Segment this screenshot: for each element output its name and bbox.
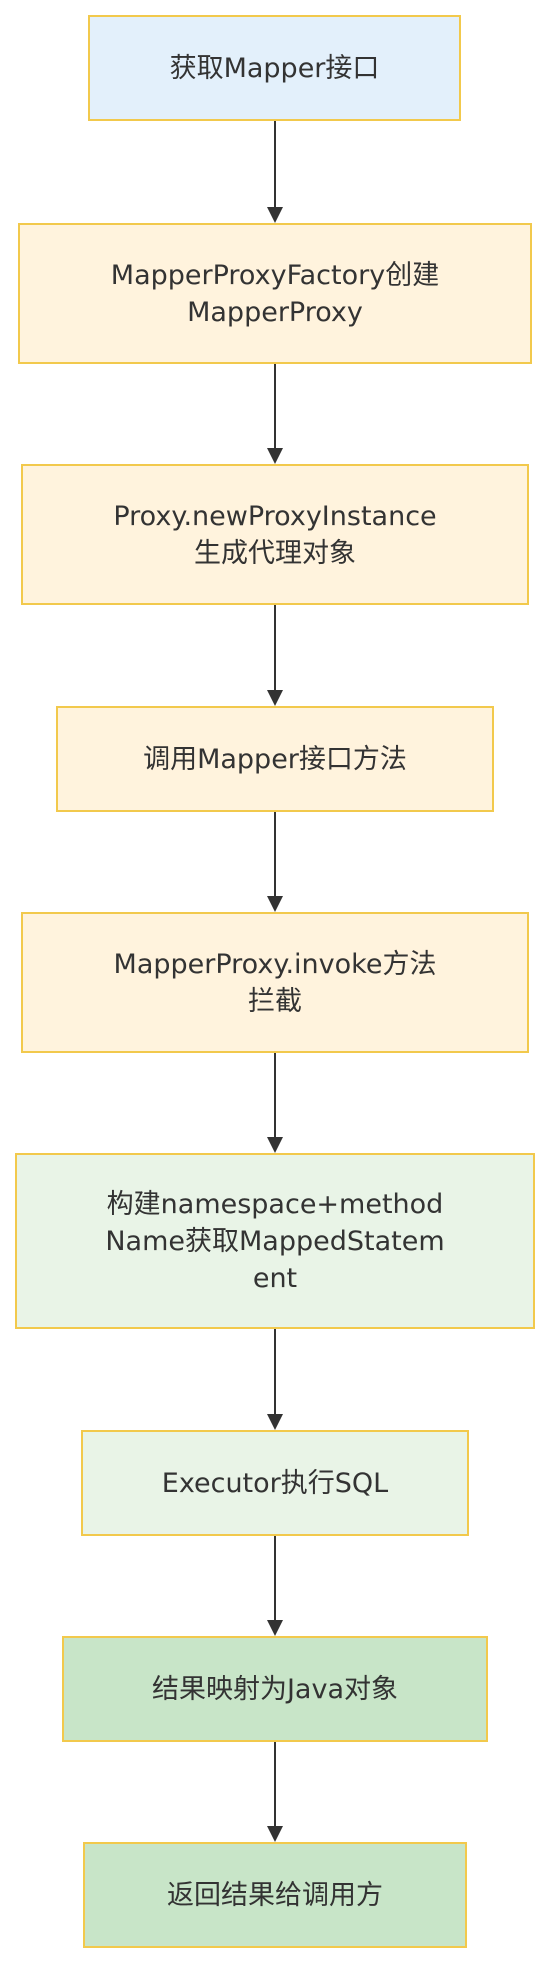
arrowhead-icon bbox=[267, 448, 283, 464]
arrowhead-icon bbox=[267, 1620, 283, 1636]
connector-line bbox=[274, 1742, 276, 1828]
arrowhead-icon bbox=[267, 690, 283, 706]
connector-line bbox=[274, 1536, 276, 1622]
connector-line bbox=[274, 1329, 276, 1416]
arrowhead-icon bbox=[267, 207, 283, 223]
arrowhead-icon bbox=[267, 1414, 283, 1430]
node-result-mapping: 结果映射为Java对象 bbox=[62, 1636, 488, 1742]
node-mapper-proxy-invoke: MapperProxy.invoke方法 拦截 bbox=[21, 912, 529, 1053]
node-label: Executor执行SQL bbox=[161, 1467, 389, 1499]
node-build-mapped-statement: 构建namespace+method Name获取MappedStatem en… bbox=[15, 1153, 535, 1329]
node-label: 构建namespace+method Name获取MappedStatem en… bbox=[105, 1188, 445, 1294]
connector-line bbox=[274, 812, 276, 898]
connector-line bbox=[274, 121, 276, 209]
node-label: 返回结果给调用方 bbox=[167, 1879, 383, 1911]
node-return-result: 返回结果给调用方 bbox=[83, 1842, 467, 1948]
connector-line bbox=[274, 1053, 276, 1139]
node-new-proxy-instance: Proxy.newProxyInstance 生成代理对象 bbox=[21, 464, 529, 605]
node-mapper-proxy-factory: MapperProxyFactory创建 MapperProxy bbox=[18, 223, 532, 364]
node-label: Proxy.newProxyInstance 生成代理对象 bbox=[113, 500, 437, 569]
node-get-mapper-interface: 获取Mapper接口 bbox=[88, 15, 461, 121]
node-label: MapperProxy.invoke方法 拦截 bbox=[113, 948, 437, 1017]
arrowhead-icon bbox=[267, 1826, 283, 1842]
node-call-mapper-method: 调用Mapper接口方法 bbox=[56, 706, 494, 812]
node-label: 获取Mapper接口 bbox=[169, 52, 380, 84]
node-label: 调用Mapper接口方法 bbox=[143, 743, 407, 775]
arrowhead-icon bbox=[267, 896, 283, 912]
connector-line bbox=[274, 605, 276, 692]
arrowhead-icon bbox=[267, 1137, 283, 1153]
node-label: 结果映射为Java对象 bbox=[151, 1673, 399, 1705]
node-executor-sql: Executor执行SQL bbox=[81, 1430, 469, 1536]
node-label: MapperProxyFactory创建 MapperProxy bbox=[110, 259, 440, 328]
connector-line bbox=[274, 364, 276, 450]
